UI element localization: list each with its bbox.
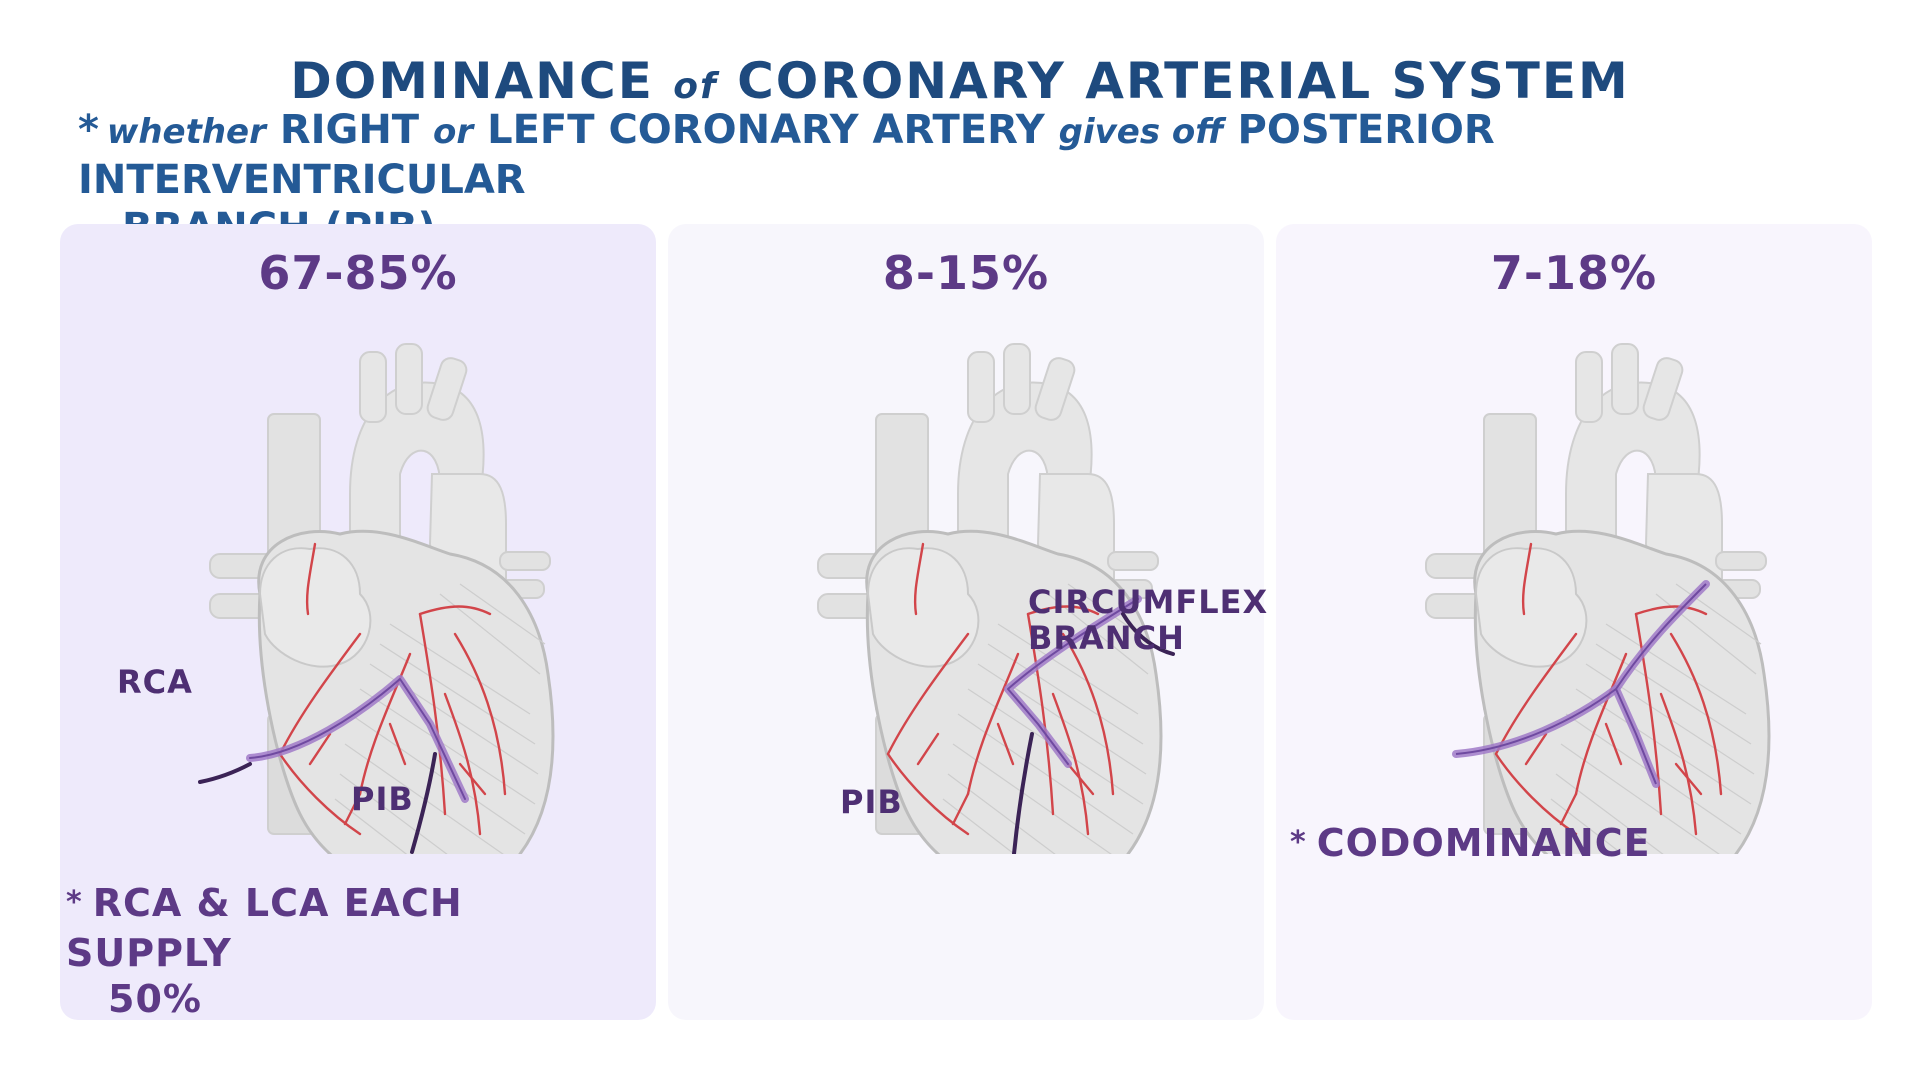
panel-note: * CODOMINANCE [1290,820,1850,870]
note-line: RCA & LCA EACH SUPPLY [66,881,463,975]
subtitle-word: or [433,112,474,152]
subtitle-word: whether [106,112,266,152]
subtitle-word: POSTERIOR INTERVENTRICULAR [78,107,1495,203]
title-part: DOMINANCE [290,52,674,110]
percent-label: 7-18% [1490,246,1658,300]
subtitle-word: RIGHT [265,107,434,153]
heart-illustration [198,342,555,854]
panel-left-dominance: 8-15% CIRCUMFLEX BRANCH PIB [668,224,1267,1020]
percent-label: 8-15% [882,246,1050,300]
asterisk-icon: * [1290,825,1307,860]
note-line: 50% [108,977,202,1021]
panel-right-dominance: 67-85% RCA PIB *RCA & LCA EACH SUPPLY 50… [60,224,656,1022]
pib-label: PIB [840,783,903,821]
bullet-icon: * [78,107,99,153]
circumflex-leader-line [1121,612,1175,656]
pib-label: PIB [351,780,414,818]
panel-codominance: 7-18% * CODOMINANCE [1276,224,1872,1020]
rca-leader-line [198,762,252,784]
heart-illustration [1424,342,1771,854]
asterisk-icon: * [66,885,83,920]
percent-label: 67-85% [258,246,458,300]
title-of: of [673,66,718,107]
note-line: CODOMINANCE [1316,821,1651,865]
subtitle-word: LEFT CORONARY ARTERY [473,107,1059,153]
rca-label: RCA [117,663,193,701]
page-title: DOMINANCE of CORONARY ARTERIAL SYSTEM [0,52,1920,110]
circumflex-label: CIRCUMFLEX BRANCH [1028,583,1269,657]
subtitle-word: gives off [1058,112,1224,152]
pib-leader-line [1012,732,1034,854]
title-part: CORONARY ARTERIAL SYSTEM [717,52,1630,110]
heart-illustration [816,342,1175,854]
panel-note: *RCA & LCA EACH SUPPLY 50% [66,880,626,1022]
pib-leader-line [410,752,437,854]
